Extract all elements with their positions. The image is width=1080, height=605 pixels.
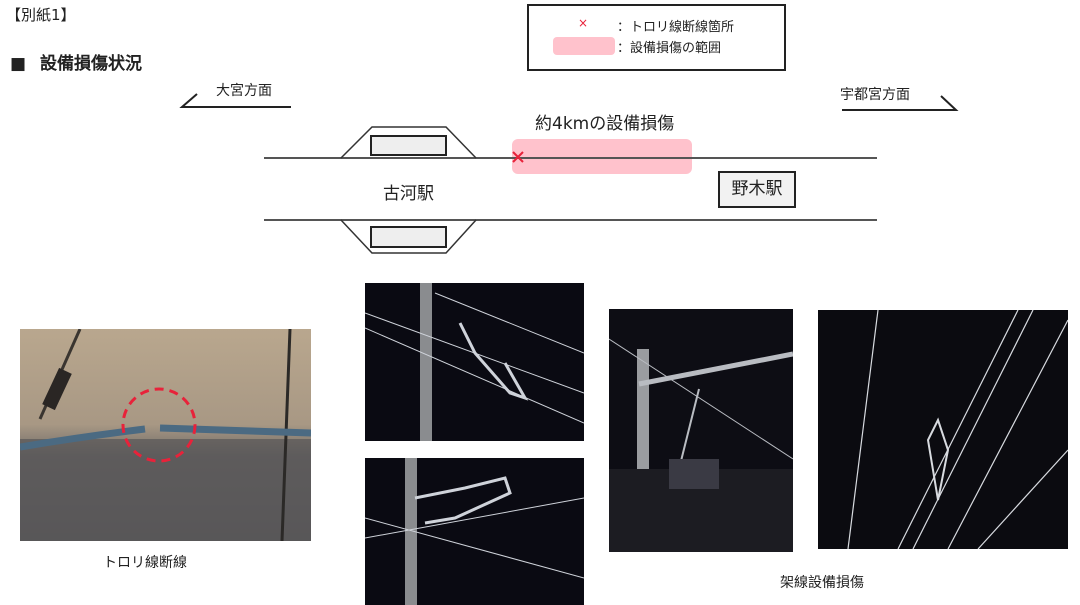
photo-broken-trolley-wire: [20, 329, 311, 541]
photo-overhead-damage-3: [609, 309, 793, 552]
section-title-text: 設備損傷状況: [39, 54, 142, 74]
damage-range-swatch: [553, 37, 615, 55]
section-marker: ■: [10, 54, 27, 74]
direction-left-label: 大宮方面: [216, 83, 272, 99]
legend-break-label: ：トロリ線断線箇所: [617, 20, 735, 35]
damage-label: 約4kmの設備損傷: [535, 114, 675, 134]
direction-right-label: 宇都宮方面: [840, 87, 910, 103]
photo-overhead-damage-1: [365, 283, 584, 441]
station-label-koga: 古河駅: [383, 184, 434, 204]
break-point-circle: [121, 387, 197, 463]
legend-box: × ：トロリ線断線箇所 ：設備損傷の範囲: [527, 4, 786, 71]
section-title: ■ 設備損傷状況: [10, 49, 142, 74]
legend-range-label: ：設備損傷の範囲: [617, 41, 722, 56]
platform-lower-outline: [340, 219, 477, 254]
direction-arrow-left: [179, 93, 291, 108]
platform-upper: [370, 135, 447, 156]
caption-overhead-damage: 架線設備損傷: [780, 575, 864, 591]
platform-upper-outline: [340, 126, 477, 159]
damage-range: [512, 139, 692, 174]
track-diagram: [179, 93, 959, 254]
station-label-nogi: 野木駅: [718, 171, 796, 208]
caption-trolley-break: トロリ線断線: [103, 555, 187, 571]
attachment-label: 【別紙1】: [6, 6, 76, 24]
direction-arrow-right: [842, 95, 959, 111]
platform-lower: [370, 226, 447, 248]
break-mark-icon: ×: [578, 16, 589, 30]
break-mark-icon: [512, 151, 524, 163]
photo-overhead-damage-2: [365, 458, 584, 605]
photo-overhead-damage-4: [818, 310, 1068, 549]
